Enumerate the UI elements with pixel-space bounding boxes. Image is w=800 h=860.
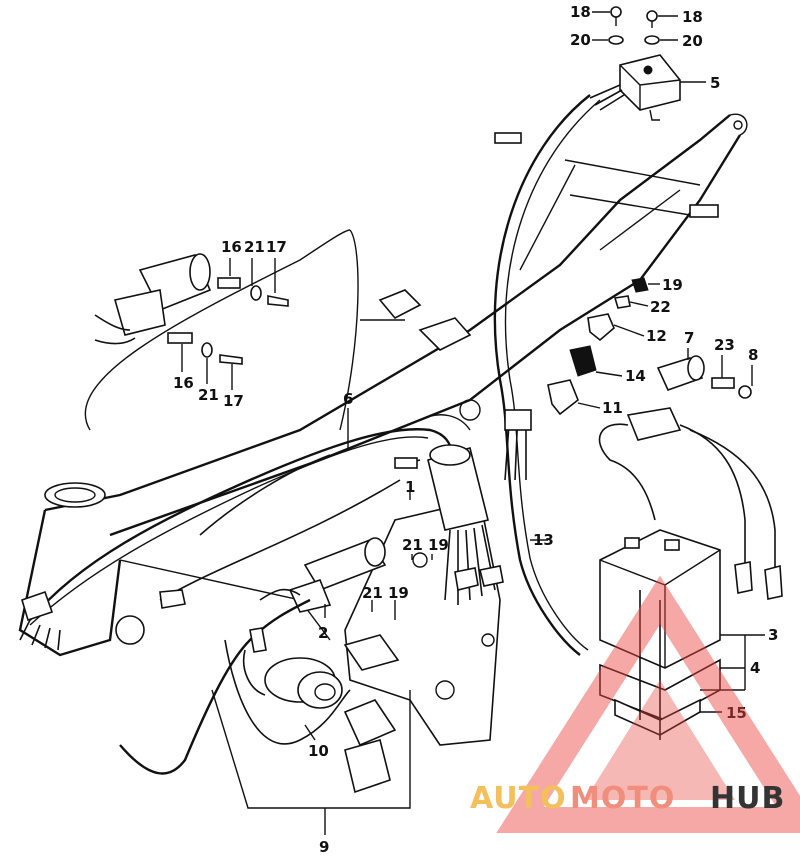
callout-19c: 19 bbox=[388, 584, 409, 602]
callout-22: 22 bbox=[650, 298, 671, 316]
callout-13: 13 bbox=[533, 531, 554, 549]
callout-19a: 19 bbox=[662, 276, 683, 294]
condenser-assembly bbox=[94, 253, 289, 365]
harness-13 bbox=[493, 94, 601, 656]
callout-21b: 21 bbox=[198, 386, 219, 404]
callout-17b: 17 bbox=[223, 392, 244, 410]
right-hardware bbox=[547, 277, 752, 416]
callout-21c: 21 bbox=[402, 536, 423, 554]
callout-2: 2 bbox=[318, 624, 328, 642]
callout-8: 8 bbox=[748, 346, 758, 364]
callout-7: 7 bbox=[684, 329, 694, 347]
automotohub-watermark: AUTO MOTO HUB bbox=[470, 575, 800, 833]
callout-15: 15 bbox=[726, 704, 747, 722]
part-1-ignition-coil bbox=[394, 444, 504, 605]
battery-assembly bbox=[599, 529, 721, 740]
part-5-regulator bbox=[589, 54, 681, 121]
callout-9: 9 bbox=[319, 838, 329, 856]
callout-21d: 21 bbox=[362, 584, 383, 602]
callout-16a: 16 bbox=[221, 238, 242, 256]
callout-17a: 17 bbox=[266, 238, 287, 256]
watermark-hub: HUB bbox=[710, 781, 785, 816]
callout-10: 10 bbox=[308, 742, 329, 760]
callout-21a: 21 bbox=[244, 238, 265, 256]
callout-5: 5 bbox=[710, 74, 720, 92]
leader-lines bbox=[181, 11, 765, 835]
callout-16b: 16 bbox=[173, 374, 194, 392]
callout-18b: 18 bbox=[682, 8, 703, 26]
watermark-moto: MOTO bbox=[570, 781, 675, 816]
callout-11: 11 bbox=[602, 399, 623, 417]
callout-3: 3 bbox=[768, 626, 778, 644]
callout-23: 23 bbox=[714, 336, 735, 354]
callout-4: 4 bbox=[750, 659, 760, 677]
callout-6: 6 bbox=[343, 390, 353, 408]
wire-harness bbox=[19, 428, 453, 651]
warning-triangle-logo bbox=[496, 575, 800, 833]
callout-19b: 19 bbox=[428, 536, 449, 554]
part-10-ignition-switch bbox=[243, 627, 397, 794]
callout-18a: 18 bbox=[570, 3, 591, 21]
lead-cable bbox=[119, 598, 351, 775]
callout-labels: 18 18 20 20 5 16 21 17 16 21 17 19 22 12… bbox=[173, 3, 778, 856]
main-frame bbox=[18, 113, 748, 746]
callout-1: 1 bbox=[405, 478, 415, 496]
watermark-auto: AUTO bbox=[470, 781, 567, 816]
callout-20a: 20 bbox=[570, 31, 591, 49]
callout-20b: 20 bbox=[682, 32, 703, 50]
screws-18-20 bbox=[608, 6, 660, 45]
callout-12: 12 bbox=[646, 327, 667, 345]
spark-leads bbox=[598, 407, 783, 600]
callout-14: 14 bbox=[625, 367, 646, 385]
